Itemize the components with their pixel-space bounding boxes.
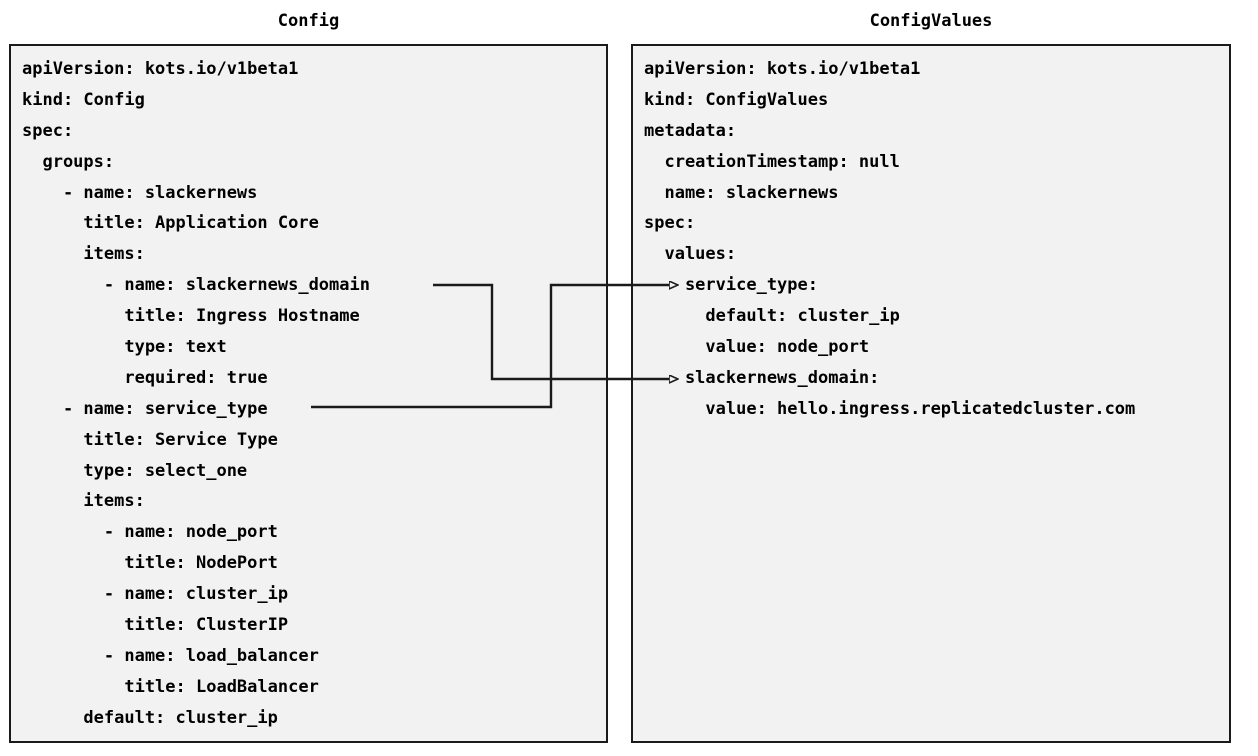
yaml-line: default: cluster_ip	[22, 707, 278, 728]
panel-title-configvalues: ConfigValues	[869, 11, 993, 31]
yaml-line: slackernews_domain:	[644, 367, 880, 388]
yaml-line: - name: load_balancer	[22, 645, 319, 666]
yaml-line: title: Service Type	[22, 429, 278, 450]
yaml-line: title: Application Core	[22, 213, 319, 234]
yaml-line: type: select_one	[22, 460, 248, 481]
yaml-line: name: slackernews	[644, 182, 839, 203]
yaml-line: - name: cluster_ip	[22, 584, 289, 605]
yaml-line: kind: Config	[22, 89, 145, 110]
yaml-line: title: Ingress Hostname	[22, 306, 360, 327]
yaml-line: kind: ConfigValues	[644, 89, 829, 110]
yaml-code-configvalues: apiVersion: kots.io/v1beta1 kind: ConfigV…	[644, 54, 1229, 425]
yaml-line: - name: slackernews	[22, 182, 258, 203]
yaml-panel-configvalues: apiVersion: kots.io/v1beta1 kind: ConfigV…	[631, 44, 1231, 743]
yaml-line: title: NodePort	[22, 553, 278, 574]
yaml-line: spec:	[644, 213, 696, 234]
yaml-line: service_type:	[644, 275, 818, 296]
yaml-line: value: node_port	[644, 337, 870, 358]
yaml-line: creationTimestamp: null	[644, 151, 900, 172]
yaml-line: values:	[644, 244, 737, 265]
panel-title-config: Config	[277, 11, 340, 31]
yaml-line: title: LoadBalancer	[22, 676, 319, 697]
yaml-line: value: hello.ingress.replicatedcluster.c…	[644, 398, 1136, 419]
yaml-line: required: true	[22, 367, 268, 388]
yaml-panel-config: apiVersion: kots.io/v1beta1 kind: Config s…	[9, 44, 608, 743]
yaml-line: groups:	[22, 151, 115, 172]
yaml-line: default: cluster_ip	[644, 306, 900, 327]
yaml-line: metadata:	[644, 120, 737, 141]
yaml-line: apiVersion: kots.io/v1beta1	[644, 59, 921, 79]
yaml-line: - name: slackernews_domain	[22, 275, 370, 296]
yaml-line: items:	[22, 244, 145, 265]
yaml-line: - name: service_type	[22, 398, 268, 419]
yaml-line: spec:	[22, 120, 74, 141]
yaml-line: - name: node_port	[22, 522, 278, 543]
yaml-line: apiVersion: kots.io/v1beta1	[22, 59, 299, 79]
yaml-line: title: ClusterIP	[22, 615, 289, 636]
yaml-line: items:	[22, 491, 145, 512]
yaml-code-config: apiVersion: kots.io/v1beta1 kind: Config s…	[22, 54, 606, 734]
yaml-line: type: text	[22, 337, 227, 358]
